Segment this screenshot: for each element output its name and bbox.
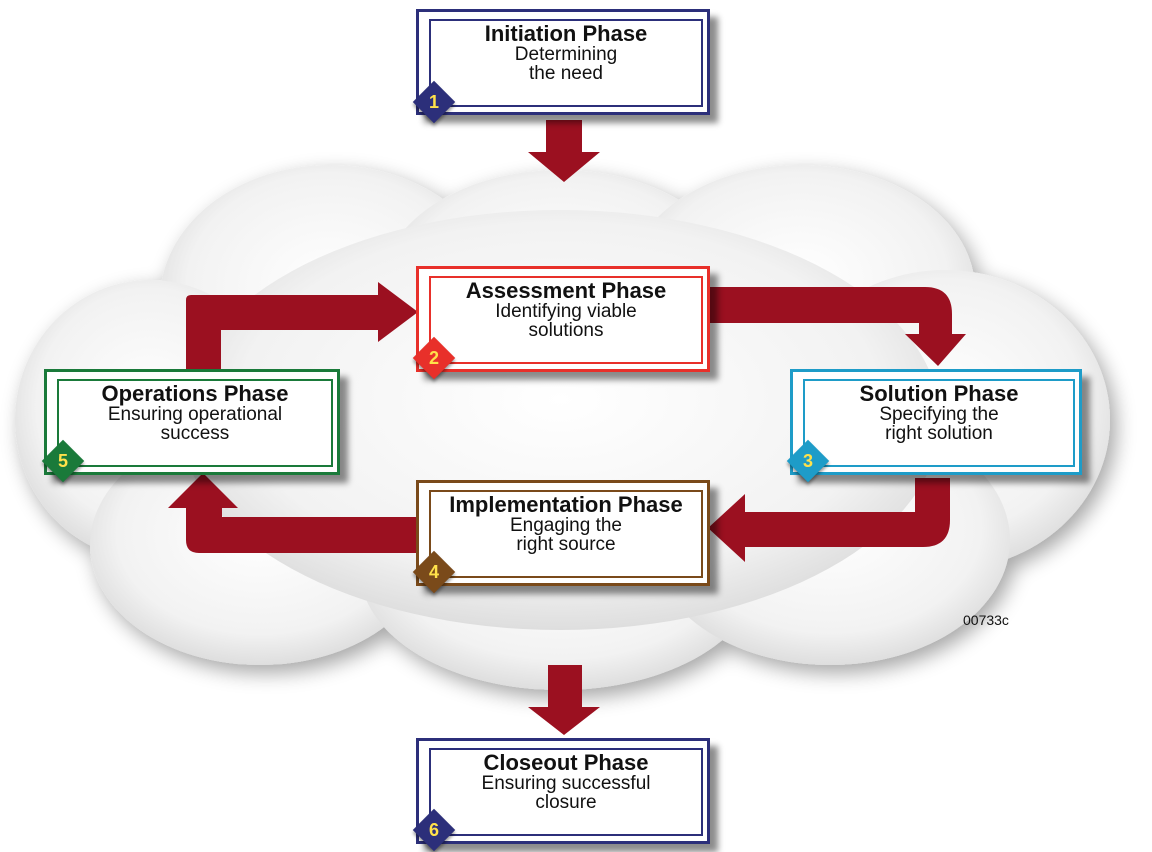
phase-line1: Identifying viable xyxy=(495,301,637,322)
phase-line2: solutions xyxy=(528,320,604,341)
phase-box-closeout: Closeout Phase Ensuring successful closu… xyxy=(416,738,710,844)
phase-title: Assessment Phase xyxy=(465,278,667,303)
phase-box-implementation: Implementation Phase Engaging the right … xyxy=(416,480,710,586)
phase-title: Implementation Phase xyxy=(449,492,683,517)
phase-title: Initiation Phase xyxy=(484,21,648,46)
phase-number: 3 xyxy=(802,451,813,471)
phase-box-inner: Initiation Phase Determining the need xyxy=(429,19,703,107)
phase-line1: Ensuring successful xyxy=(481,773,651,794)
phase-box-inner: Implementation Phase Engaging the right … xyxy=(429,490,703,578)
phase-box-initiation: Initiation Phase Determining the need xyxy=(416,9,710,115)
phase-line2: the need xyxy=(529,63,603,84)
phase-box-solution: Solution Phase Specifying the right solu… xyxy=(790,369,1082,475)
figure-id-label: 00733c xyxy=(963,612,1009,628)
phase-number: 2 xyxy=(428,348,439,368)
phase-box-assessment: Assessment Phase Identifying viable solu… xyxy=(416,266,710,372)
phase-number: 6 xyxy=(428,820,439,840)
arrow-to-closeout xyxy=(528,665,600,735)
phase-line2: right source xyxy=(516,534,616,555)
phase-number: 1 xyxy=(428,92,439,112)
phase-line1: Ensuring operational xyxy=(107,404,283,425)
phase-line1: Engaging the xyxy=(510,515,622,536)
arrow-operations-to-assessment xyxy=(186,282,418,375)
phase-box-inner: Operations Phase Ensuring operational su… xyxy=(57,379,333,467)
phase-line1: Determining xyxy=(514,44,618,65)
arrow-assessment-to-solution xyxy=(708,287,966,366)
phase-box-inner: Closeout Phase Ensuring successful closu… xyxy=(429,748,703,836)
phase-line2: right solution xyxy=(885,423,993,444)
phase-number: 5 xyxy=(57,451,68,471)
phase-box-inner: Solution Phase Specifying the right solu… xyxy=(803,379,1075,467)
arrow-solution-to-implementation xyxy=(708,478,950,562)
phase-title: Solution Phase xyxy=(859,381,1019,406)
phase-line2: success xyxy=(160,423,230,444)
phase-line1: Specifying the xyxy=(879,404,999,425)
phase-box-operations: Operations Phase Ensuring operational su… xyxy=(44,369,340,475)
phase-title: Operations Phase xyxy=(101,381,289,406)
phase-line2: closure xyxy=(535,792,597,813)
phase-number: 4 xyxy=(428,562,439,582)
phase-title: Closeout Phase xyxy=(483,750,649,775)
arrow-implementation-to-operations xyxy=(168,473,416,553)
phase-box-inner: Assessment Phase Identifying viable solu… xyxy=(429,276,703,364)
arrow-initiation-to-assessment xyxy=(528,120,600,182)
arrows xyxy=(168,120,966,735)
